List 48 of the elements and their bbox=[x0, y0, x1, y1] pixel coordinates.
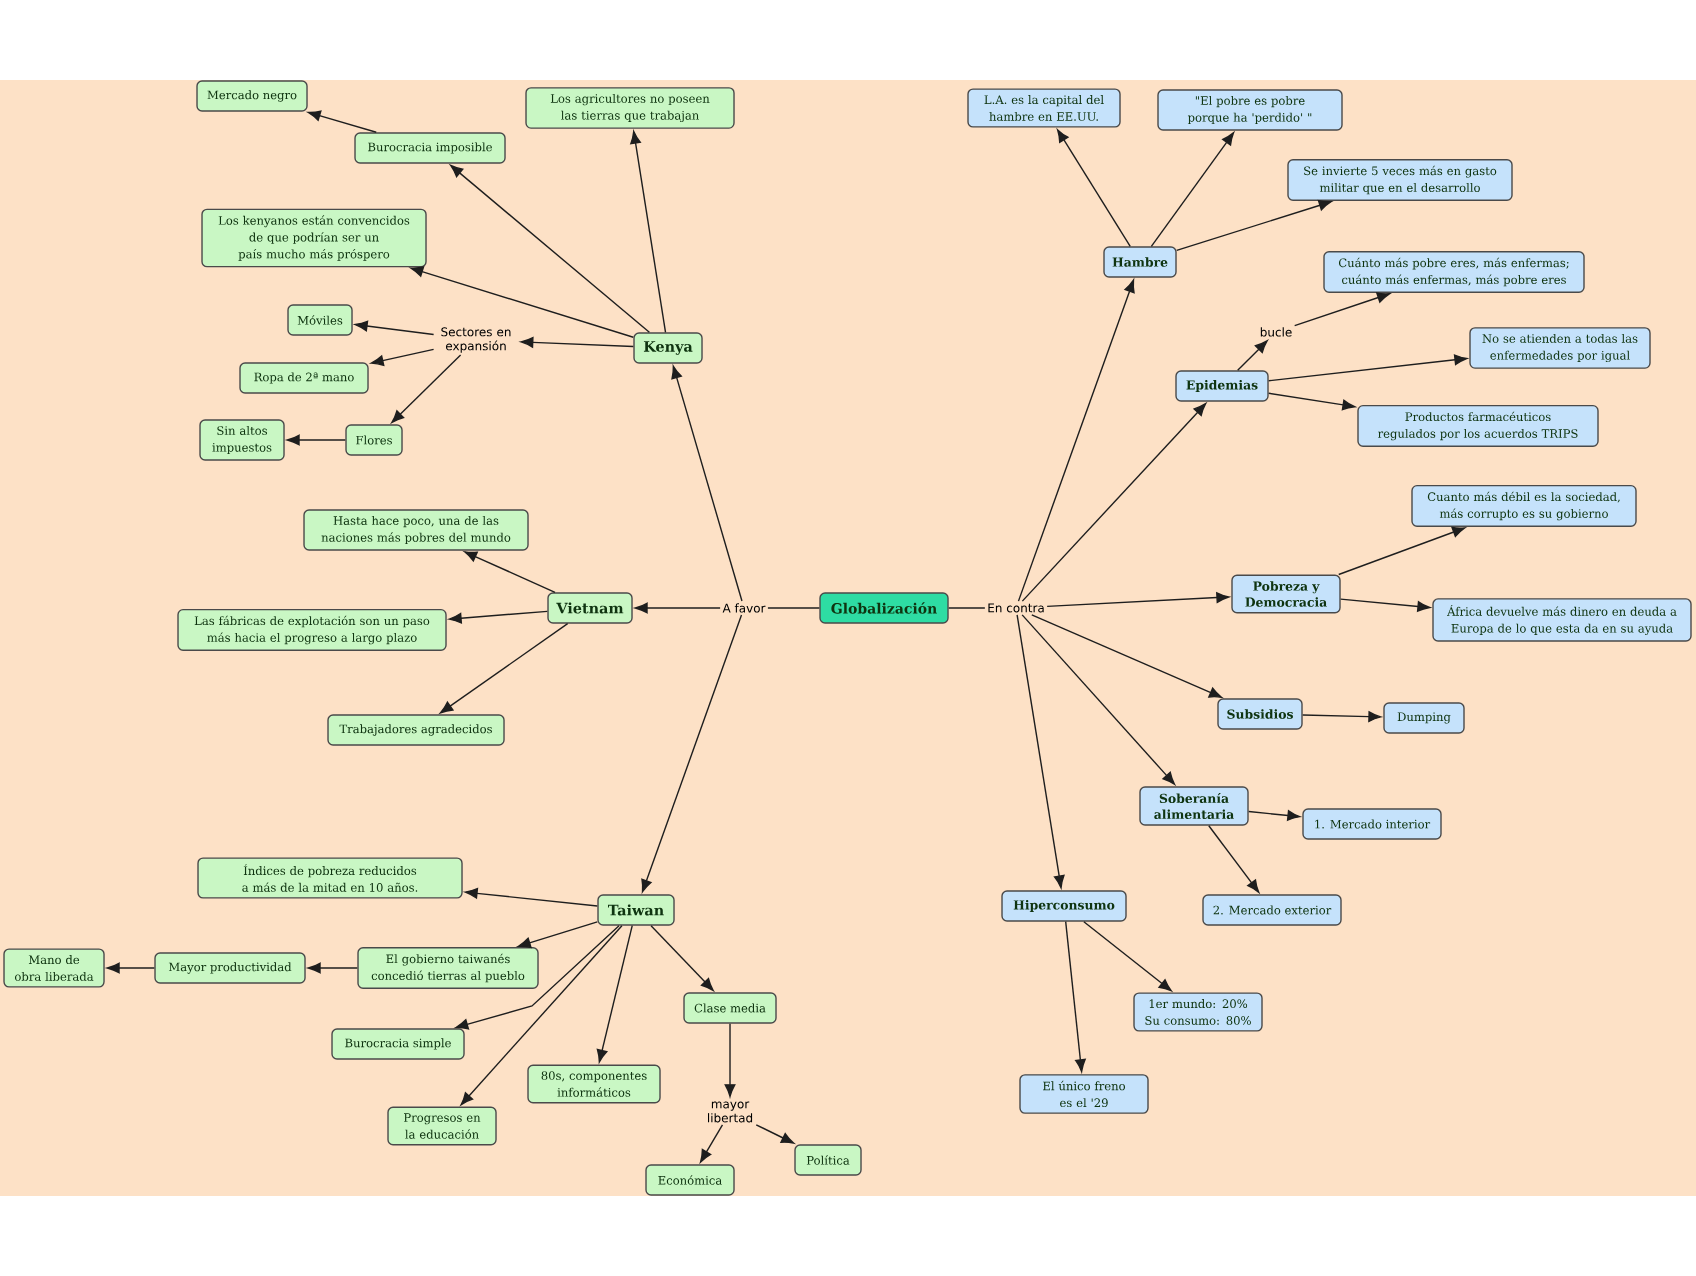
arrow bbox=[1237, 340, 1268, 371]
arrow bbox=[1065, 921, 1086, 1073]
arrow bbox=[755, 1124, 795, 1144]
arrow bbox=[1268, 354, 1468, 382]
arrow bbox=[1056, 129, 1131, 247]
arrow bbox=[634, 602, 721, 614]
arrow bbox=[1021, 614, 1176, 785]
arrow bbox=[596, 925, 633, 1063]
arrow bbox=[671, 365, 743, 602]
arrow bbox=[448, 610, 548, 624]
arrow bbox=[1017, 279, 1135, 602]
arrow bbox=[1083, 921, 1172, 992]
arrow bbox=[1340, 598, 1431, 612]
arrow bbox=[106, 962, 155, 974]
arrow bbox=[391, 354, 462, 424]
arrow bbox=[517, 921, 598, 949]
arrow bbox=[1294, 292, 1390, 327]
arrow bbox=[699, 1124, 724, 1163]
arrow bbox=[464, 887, 598, 907]
arrow bbox=[464, 551, 556, 593]
connector-line bbox=[767, 607, 820, 609]
arrow bbox=[1208, 825, 1260, 893]
arrow bbox=[1176, 200, 1332, 252]
arrow bbox=[1248, 810, 1301, 821]
connector-line bbox=[948, 607, 986, 609]
arrow bbox=[410, 266, 634, 338]
arrow bbox=[1046, 592, 1230, 608]
arrow bbox=[307, 962, 358, 974]
arrow bbox=[1021, 403, 1207, 602]
arrow bbox=[1302, 711, 1382, 723]
arrow bbox=[1268, 392, 1356, 411]
arrow bbox=[641, 614, 743, 893]
arrow bbox=[455, 925, 620, 1030]
arrow bbox=[370, 348, 435, 366]
arrow bbox=[520, 336, 634, 348]
arrow bbox=[630, 130, 667, 333]
arrow bbox=[439, 623, 569, 714]
arrow bbox=[354, 320, 435, 336]
arrow bbox=[460, 925, 623, 1106]
arrow bbox=[1150, 132, 1235, 247]
arrow bbox=[307, 110, 377, 133]
arrow bbox=[450, 164, 651, 333]
arrow bbox=[650, 925, 714, 992]
arrow bbox=[1031, 614, 1223, 698]
arrow bbox=[724, 1023, 736, 1098]
arrow bbox=[1338, 526, 1466, 576]
arrow bbox=[1016, 614, 1065, 889]
arrow bbox=[286, 434, 346, 446]
